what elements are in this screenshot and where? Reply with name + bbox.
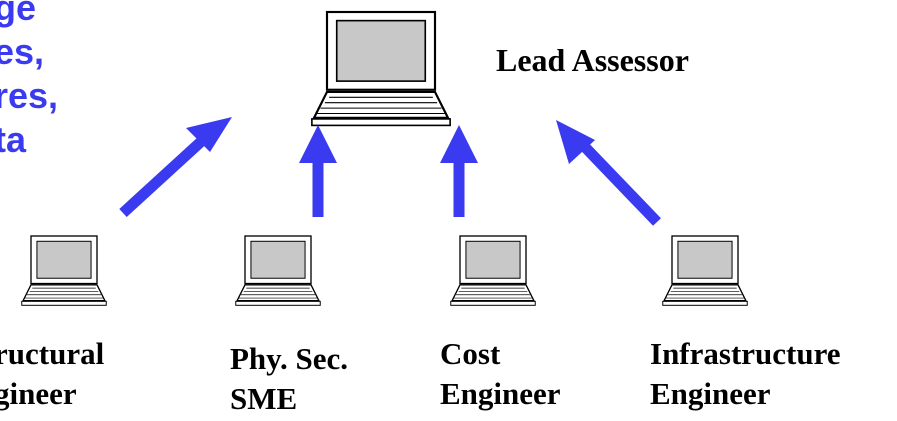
blue-text-line: ta	[0, 119, 27, 160]
arrow-icon	[556, 120, 661, 226]
node-label-line: Cost	[440, 336, 501, 371]
arrow-icon	[119, 117, 232, 218]
laptop-icon	[450, 235, 536, 306]
node-label-line: SME	[230, 381, 298, 416]
node-label-line: Engineer	[650, 376, 771, 411]
node-label-line: Engineer	[440, 376, 561, 411]
blue-text-line: res,	[0, 75, 59, 116]
arrow-icon	[299, 125, 337, 217]
node-label-structural: ructural gineer	[0, 334, 104, 414]
blue-text-line: es,	[0, 31, 45, 72]
laptop-icon	[662, 235, 748, 306]
blue-text-line: ge	[0, 0, 37, 28]
lead-assessor-label: Lead Assessor	[496, 42, 689, 78]
node-label-line: ructural	[0, 336, 105, 371]
lead-laptop-icon	[310, 10, 452, 127]
node-label-infrastructure: Infrastructure Engineer	[650, 334, 841, 414]
laptop-icon	[235, 235, 321, 306]
node-label-cost: Cost Engineer	[440, 334, 561, 414]
node-label-line: gineer	[0, 376, 77, 411]
node-label-phy-sec: Phy. Sec. SME	[230, 339, 348, 419]
laptop-icon	[21, 235, 107, 306]
blue-text-block: ge es, res, ta	[0, 0, 58, 162]
node-label-line: Phy. Sec.	[230, 341, 348, 376]
arrow-icon	[440, 125, 478, 217]
node-label-line: Infrastructure	[650, 336, 841, 371]
